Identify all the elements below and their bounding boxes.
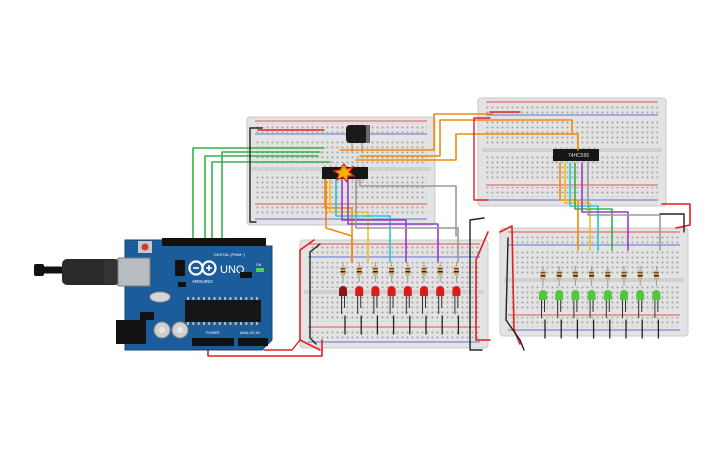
signal-wire-purple-2[interactable] [347, 179, 439, 263]
resistor[interactable] [389, 262, 395, 282]
led[interactable] [620, 290, 628, 318]
signal-wire-r-cyan[interactable] [569, 162, 599, 251]
data-wire-green-3[interactable] [211, 161, 331, 241]
led[interactable] [603, 290, 612, 318]
resistor[interactable] [621, 266, 627, 286]
arduino-logo-icon [188, 260, 217, 276]
data-wire-green-1[interactable] [192, 147, 325, 241]
resistor[interactable] [540, 266, 546, 286]
power-wire-black-2[interactable] [309, 243, 321, 345]
resistor[interactable] [572, 266, 578, 286]
power-wire-red-4[interactable] [207, 339, 323, 357]
signal-wire-purple[interactable] [341, 179, 407, 263]
signal-wire-yellow[interactable] [329, 179, 369, 263]
led[interactable] [371, 286, 380, 314]
usb-plug-tip [34, 264, 44, 276]
chip-2-label: 74HC595 [568, 153, 589, 159]
shift-register-chip-2[interactable]: 74HC595 [553, 147, 599, 163]
resistor[interactable] [637, 266, 643, 286]
breadboard-top-right[interactable] [477, 97, 667, 207]
arduino-model-label: UNO [220, 264, 245, 276]
arduino-brand-label: ARDUINO [192, 279, 213, 284]
crystal-oscillator [149, 291, 171, 303]
signal-wire-cyan[interactable] [335, 179, 391, 263]
power-wire-red-9[interactable] [263, 339, 301, 351]
power-wire-black-3[interactable] [469, 217, 485, 351]
power-wire-red-8[interactable] [499, 225, 521, 345]
resistor[interactable] [421, 262, 427, 282]
led[interactable] [387, 286, 396, 314]
arduino-uno-board[interactable]: UNO ARDUINO DIGITAL (PWM~) POWER ANALOG … [34, 238, 273, 351]
data-wire-green-2[interactable] [204, 155, 319, 241]
analog-header[interactable] [238, 338, 268, 346]
led[interactable] [420, 286, 428, 314]
signal-wire-r-orange[interactable] [559, 162, 579, 251]
led[interactable] [452, 286, 461, 314]
led-bank-green[interactable] [539, 266, 661, 318]
usb-port [117, 257, 151, 287]
led-bank-red[interactable] [339, 262, 461, 314]
led[interactable] [555, 290, 564, 318]
power-wire-red-6[interactable] [475, 231, 491, 341]
power-wire-black-1[interactable] [249, 127, 263, 223]
signal-wire-r-gray[interactable] [587, 162, 661, 251]
resistor[interactable] [372, 262, 378, 282]
power-wire-red-3[interactable] [473, 117, 491, 201]
power-label: POWER [206, 331, 220, 335]
resistor[interactable] [589, 266, 595, 286]
led[interactable] [355, 286, 364, 314]
burst-warning-icon [332, 162, 356, 184]
dc-power-jack [116, 320, 146, 344]
power-wire-black-4[interactable] [659, 213, 685, 233]
data-wire-orange-1[interactable] [359, 119, 573, 157]
power-wire-red-5[interactable] [299, 239, 321, 351]
led[interactable] [403, 286, 412, 314]
led[interactable] [636, 290, 645, 318]
signal-wire-r-yellow[interactable] [564, 162, 591, 251]
resistor[interactable] [405, 262, 411, 282]
led[interactable] [436, 286, 445, 314]
led[interactable] [539, 290, 547, 318]
resistor[interactable] [437, 262, 443, 282]
resistor[interactable] [453, 262, 459, 282]
analog-in-label: ANALOG IN [240, 331, 260, 335]
signal-wire-orange[interactable] [324, 179, 353, 263]
resistor[interactable] [556, 266, 562, 286]
resistor[interactable] [340, 262, 346, 282]
data-wire-orange-2[interactable] [355, 133, 579, 161]
resistor[interactable] [356, 262, 362, 282]
resistor[interactable] [605, 266, 611, 286]
icsp-header [175, 260, 185, 276]
data-wire-orange-3[interactable] [339, 113, 493, 151]
power-header[interactable] [192, 338, 234, 346]
data-wire-green-4[interactable] [221, 151, 321, 241]
resistor[interactable] [653, 266, 659, 286]
power-wire-red-7[interactable] [661, 203, 691, 229]
digital-header[interactable] [162, 238, 266, 246]
signal-wire-gray-2[interactable] [359, 179, 457, 237]
led[interactable] [587, 290, 596, 318]
signal-wire-orange-3[interactable] [325, 179, 353, 263]
led[interactable] [339, 286, 347, 314]
power-wire-black-5[interactable] [505, 237, 525, 351]
on-led [256, 268, 264, 272]
atmega-chip [185, 300, 261, 322]
signal-wire-r-green[interactable] [574, 162, 613, 251]
led[interactable] [571, 290, 580, 318]
led[interactable] [652, 290, 661, 318]
signal-wire-r-purple[interactable] [581, 162, 629, 251]
on-label: ON [256, 263, 262, 267]
digital-pwm-label: DIGITAL (PWM~) [214, 252, 246, 257]
signal-wire-gray[interactable] [355, 179, 459, 263]
